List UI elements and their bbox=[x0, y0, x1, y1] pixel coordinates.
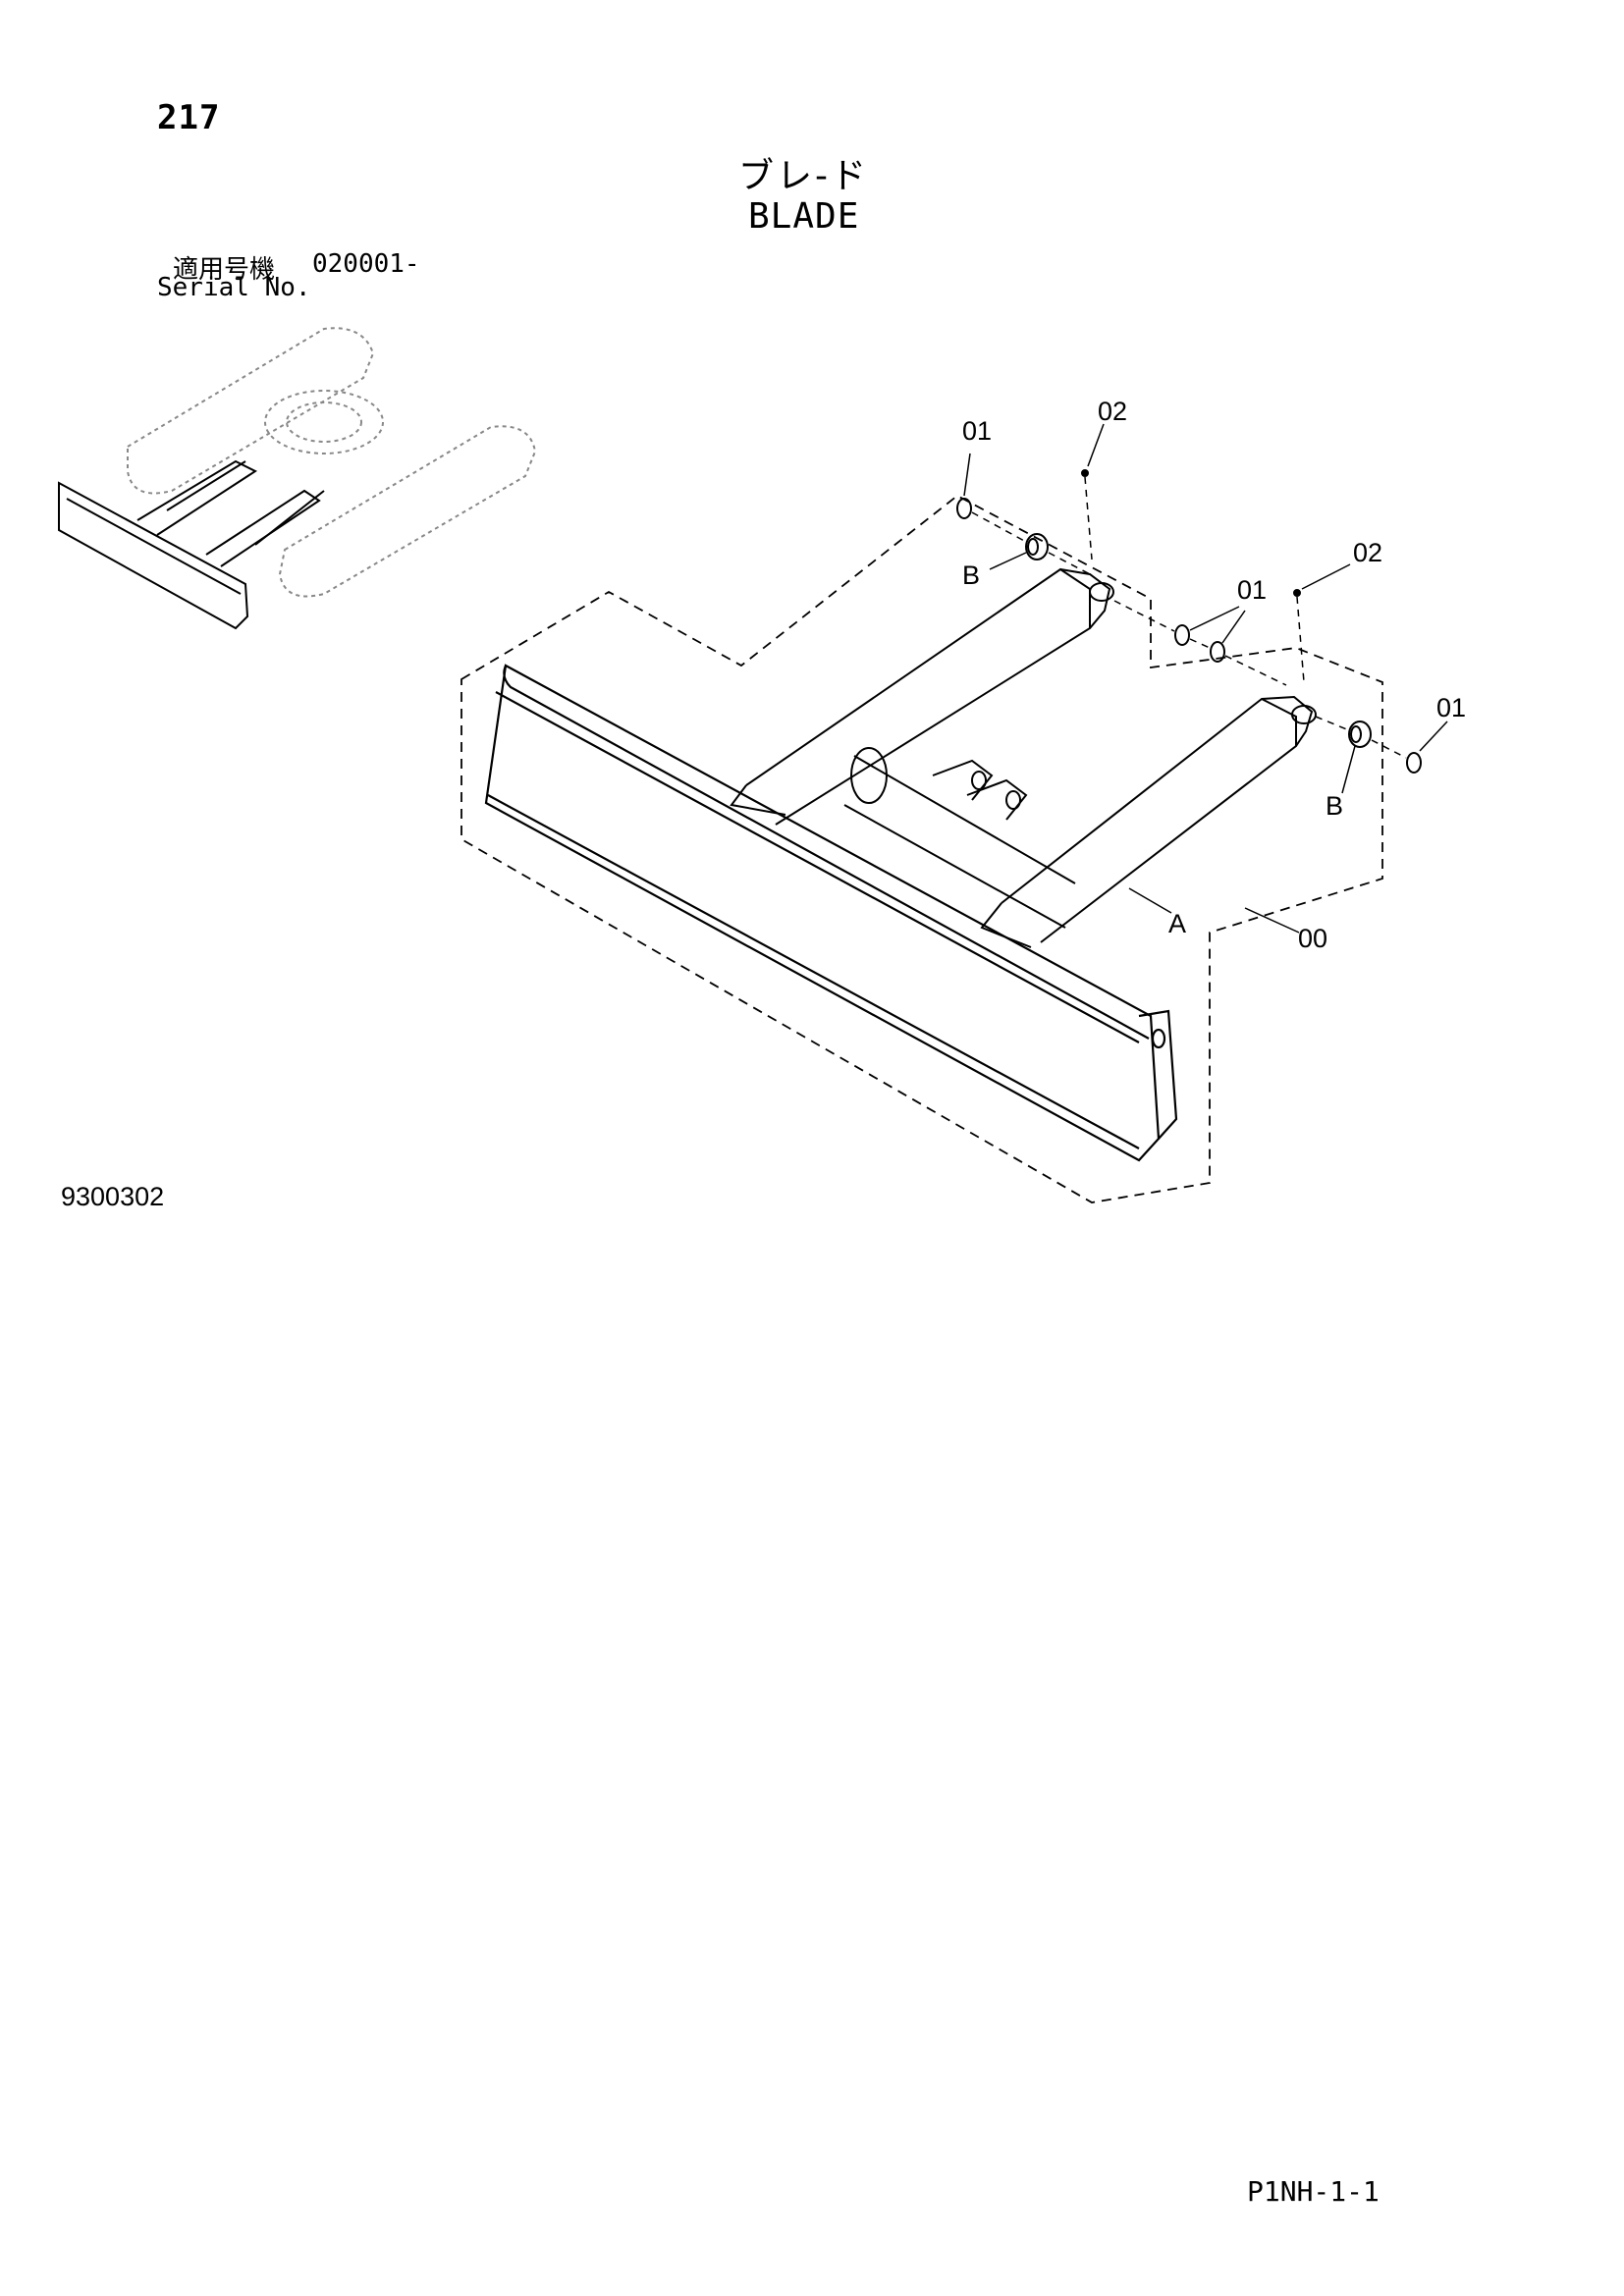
undercarriage-locator-view bbox=[127, 327, 537, 598]
bracket-hole-2 bbox=[1005, 790, 1021, 810]
right-arm-gusset bbox=[980, 902, 1032, 948]
locator-blade-body bbox=[58, 481, 249, 630]
right-arm-boss bbox=[1261, 695, 1314, 747]
serial-label-japanese: 適用号機 bbox=[173, 255, 276, 285]
callout-01-upper-left: 01 bbox=[962, 416, 992, 446]
align-line-fitting-left bbox=[1084, 476, 1093, 561]
leader-lines bbox=[963, 423, 1448, 934]
leader-B-b bbox=[1341, 745, 1356, 794]
leader-01-a bbox=[963, 453, 971, 497]
blade-body bbox=[484, 664, 1178, 1162]
grease-fitting-right bbox=[1293, 589, 1301, 597]
o-ring-upper-left bbox=[956, 498, 972, 519]
locator-cylinder-right bbox=[254, 490, 325, 546]
left-arm-boss bbox=[1059, 568, 1111, 629]
right-track-outline bbox=[278, 425, 537, 598]
callout-B-left: B bbox=[962, 561, 980, 590]
blade-cutting-edge bbox=[487, 794, 1140, 1149]
cylinder-bracket-2 bbox=[966, 778, 1028, 821]
page-number: 217 bbox=[157, 98, 221, 137]
cross-member bbox=[843, 747, 1076, 929]
align-line-left-1 bbox=[971, 511, 1027, 543]
right-arm-eye-hole bbox=[1291, 705, 1317, 724]
o-ring-middle-2 bbox=[1210, 641, 1225, 663]
leader-02-b bbox=[1301, 563, 1351, 590]
blade-front-face bbox=[484, 664, 1161, 1162]
blade-top-lip bbox=[503, 665, 1150, 1040]
swing-circle-outline bbox=[264, 390, 384, 454]
title-english: BLADE bbox=[748, 196, 860, 237]
left-track-outline bbox=[127, 327, 375, 495]
page-code: P1NH-1-1 bbox=[1247, 2175, 1380, 2208]
title-japanese: ブレ-ド bbox=[738, 156, 869, 196]
serial-label-english: Serial No. bbox=[157, 273, 311, 302]
bushing-right bbox=[1348, 721, 1372, 748]
blade-pin-hole bbox=[1151, 1028, 1166, 1049]
blade-side-plate bbox=[1138, 1009, 1178, 1140]
figure-number: 9300302 bbox=[61, 1182, 165, 1211]
cross-member-end bbox=[850, 747, 888, 804]
locator-blade-arm-right bbox=[205, 489, 321, 567]
left-arm-body bbox=[745, 567, 1091, 826]
align-line-fitting-right bbox=[1296, 596, 1305, 683]
leader-00 bbox=[1244, 907, 1300, 934]
align-line-right-1 bbox=[1315, 716, 1350, 731]
align-line-mid-1 bbox=[1113, 600, 1175, 632]
bushing-left-bore bbox=[1027, 538, 1039, 556]
left-arm-gusset bbox=[730, 784, 786, 816]
leader-02-a bbox=[1087, 423, 1105, 467]
cross-member-top bbox=[853, 755, 1076, 884]
locator-cylinder-left bbox=[166, 460, 246, 511]
locator-blade-edge bbox=[66, 498, 242, 595]
align-line-mid-3 bbox=[1224, 655, 1287, 686]
o-ring-middle-1 bbox=[1174, 624, 1190, 646]
callout-B-right: B bbox=[1326, 791, 1343, 821]
leader-01-b-2 bbox=[1221, 610, 1246, 644]
parts bbox=[956, 469, 1422, 774]
leader-A bbox=[1128, 887, 1172, 914]
bushing-left bbox=[1025, 533, 1049, 561]
leader-01-c bbox=[1419, 721, 1448, 752]
assembly-boundary bbox=[460, 494, 1383, 1203]
blade-upper-fold bbox=[495, 691, 1140, 1043]
callout-02-right: 02 bbox=[1353, 538, 1382, 567]
align-line-mid-2 bbox=[1189, 638, 1211, 649]
bracket-hole-1 bbox=[971, 771, 987, 790]
serial-range: 020001- bbox=[312, 249, 420, 279]
right-arm bbox=[980, 695, 1317, 948]
cylinder-bracket-1 bbox=[932, 759, 994, 801]
leader-01-b-1 bbox=[1189, 606, 1240, 631]
swing-circle-inner bbox=[286, 401, 362, 443]
cross-member-bottom bbox=[843, 804, 1066, 929]
o-ring-right bbox=[1406, 752, 1422, 774]
right-arm-body bbox=[1001, 697, 1297, 943]
align-line-left-2 bbox=[1048, 552, 1091, 575]
callout-02-left: 02 bbox=[1098, 397, 1127, 426]
locator-blade bbox=[58, 459, 325, 630]
left-arm-eye-hole bbox=[1089, 582, 1114, 602]
grease-fitting-left bbox=[1081, 469, 1089, 477]
locator-blade-arm-left bbox=[136, 459, 258, 536]
alignment-lines bbox=[971, 476, 1407, 759]
callout-A: A bbox=[1168, 909, 1186, 938]
callout-01-right: 01 bbox=[1436, 693, 1466, 722]
align-line-right-2 bbox=[1371, 739, 1407, 759]
bushing-right-bore bbox=[1350, 725, 1362, 743]
callout-01-middle: 01 bbox=[1237, 575, 1267, 605]
callout-00: 00 bbox=[1298, 924, 1327, 953]
left-arm bbox=[730, 567, 1114, 826]
leader-B-a bbox=[989, 552, 1027, 570]
